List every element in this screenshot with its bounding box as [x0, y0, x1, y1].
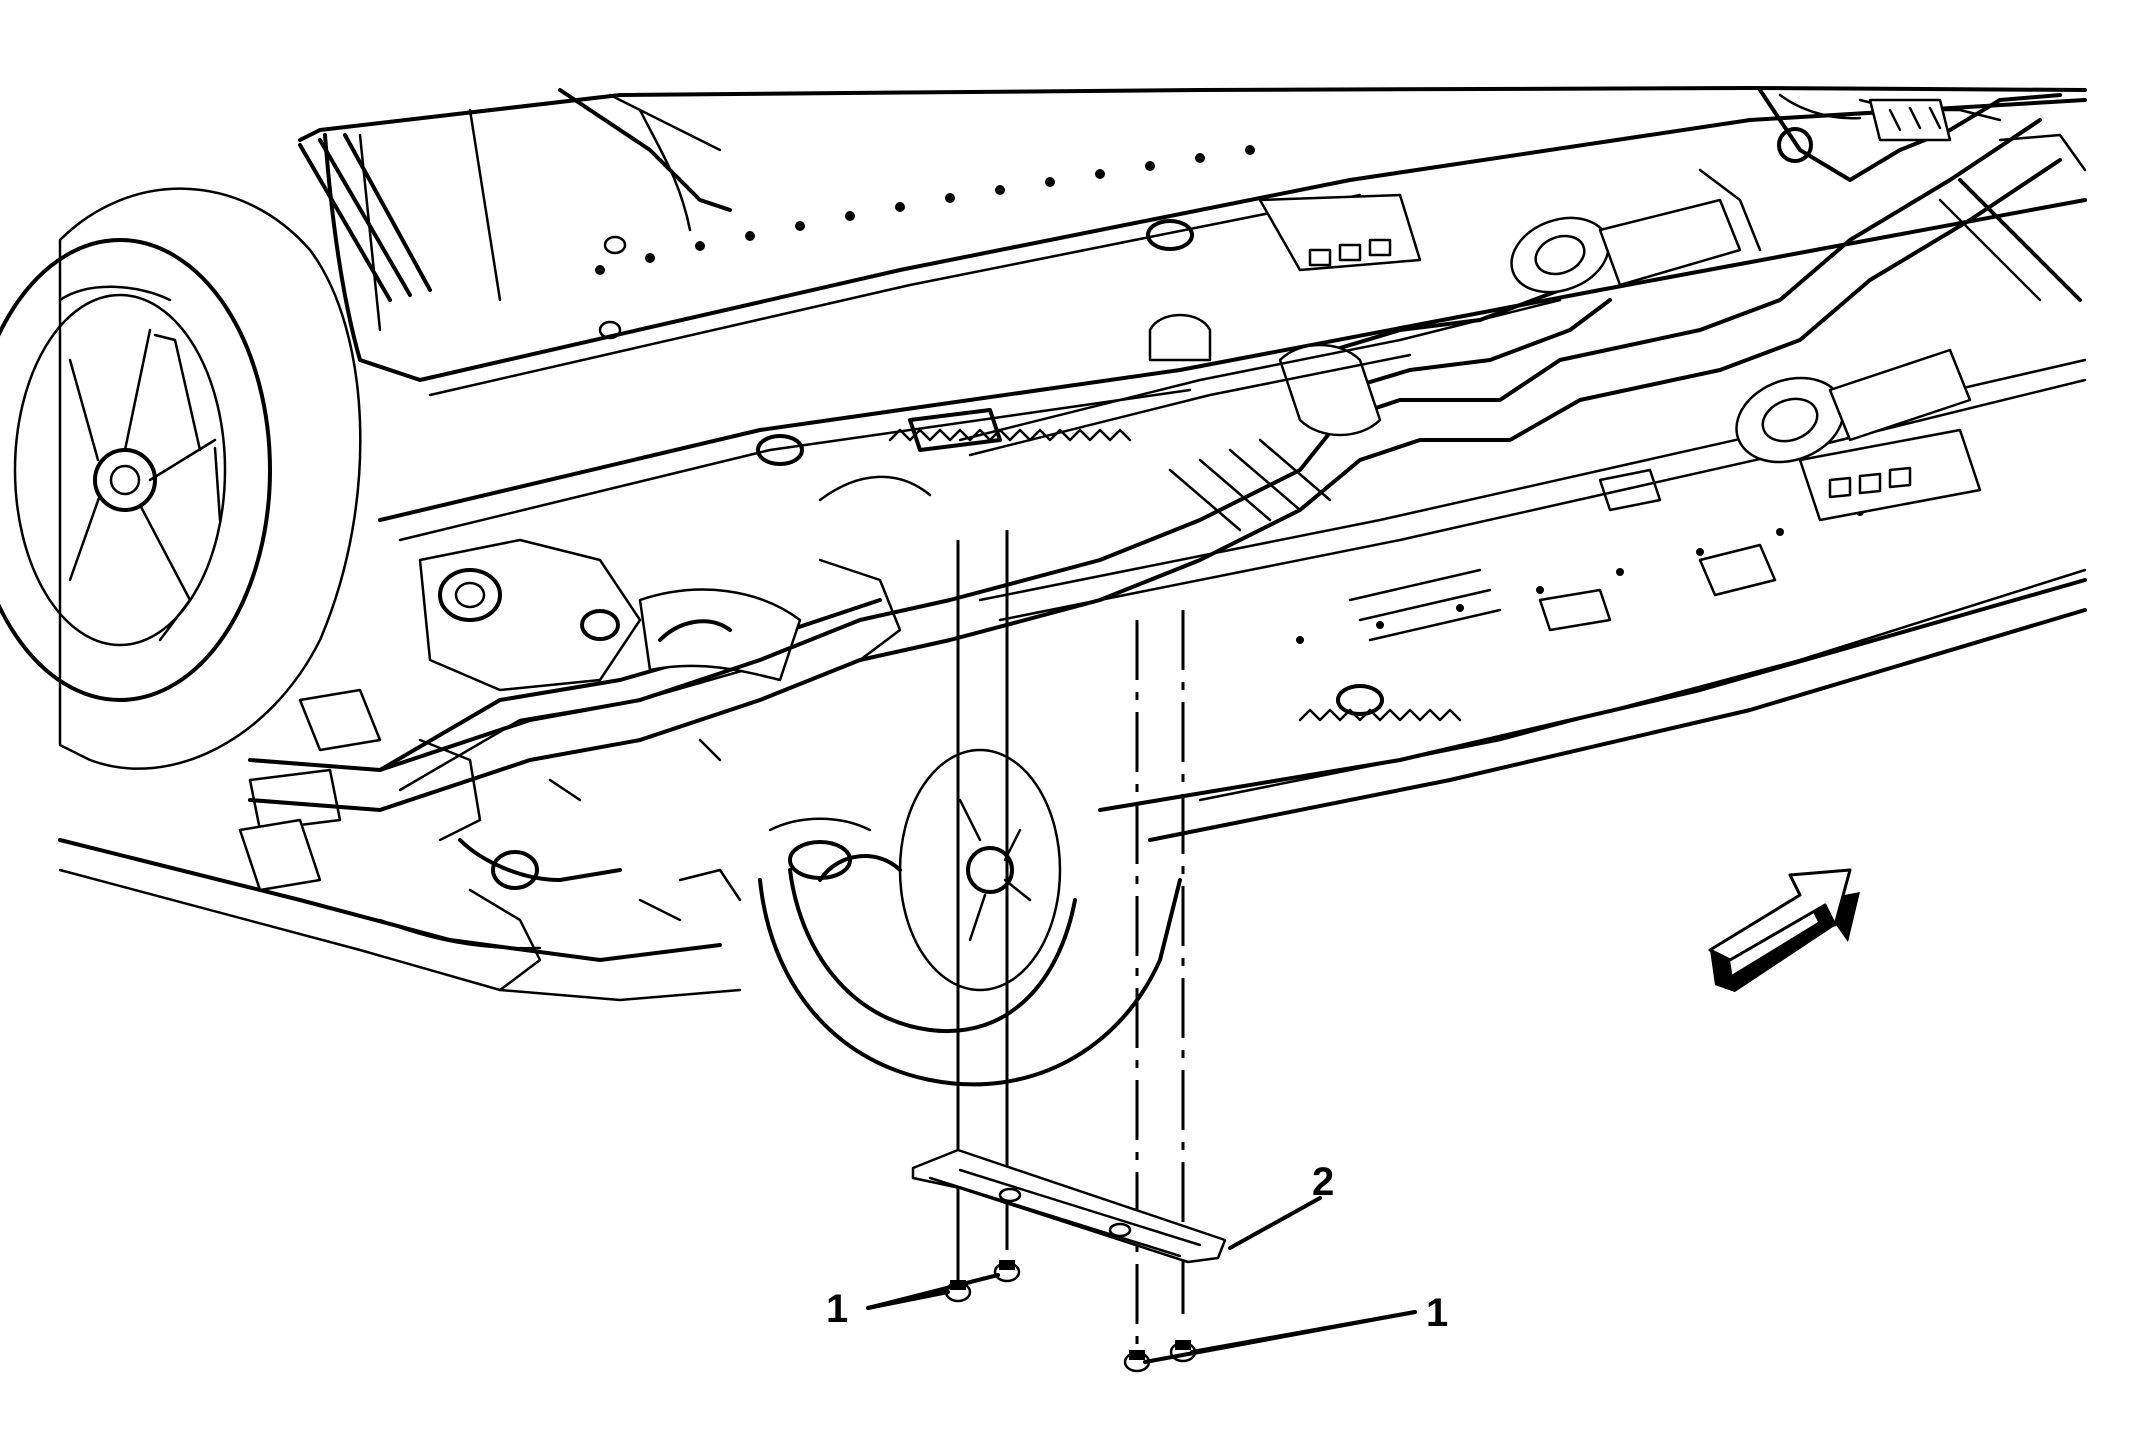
forward-direction-arrow-icon [1708, 868, 1860, 992]
callout-shield: 2 [1312, 1160, 1334, 1204]
front-wheel [0, 187, 362, 770]
exhaust-system [248, 118, 2062, 882]
rear-underbody [958, 88, 2087, 632]
underbody-shield [911, 1148, 1227, 1264]
vehicle-body [58, 86, 2087, 1002]
fastener-group-right [1123, 1340, 1197, 1373]
fastener-bolt [993, 1260, 1021, 1283]
leader-lines [866, 1196, 1417, 1364]
callout-fastener-right: 1 [1426, 1291, 1448, 1335]
callout-fastener-left: 1 [826, 1287, 848, 1331]
rear-wheel [758, 748, 1182, 1087]
rear-suspension [238, 538, 902, 992]
